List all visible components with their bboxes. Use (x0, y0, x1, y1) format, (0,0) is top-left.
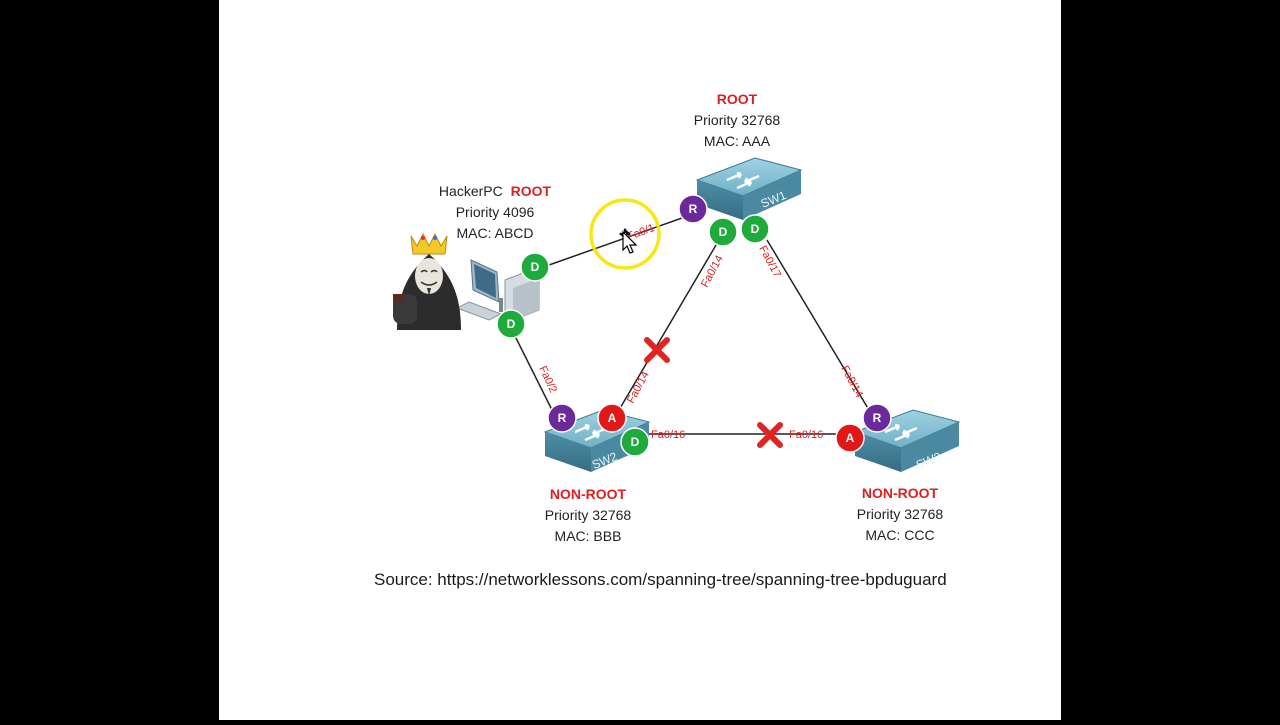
port-badges: R D D D D R A D (496, 194, 892, 457)
svg-text:R: R (558, 411, 567, 425)
svg-text:A: A (846, 431, 855, 445)
svg-text:D: D (751, 222, 760, 236)
priority-hacker: Priority 4096 (456, 204, 535, 220)
device-label-sw3: NON-ROOT Priority 32768 MAC: CCC (857, 485, 944, 543)
port-label-sw2-fa016: Fa0/16 (651, 429, 685, 441)
svg-text:A: A (608, 411, 617, 425)
port-label-sw3-fa014: Fa0/14 (838, 364, 865, 400)
port-labels: Fa0/1 Fa0/14 Fa0/17 Fa0/2 Fa0/14 Fa0/16 … (536, 222, 865, 441)
stp-diagram: Fa0/1 Fa0/14 Fa0/17 Fa0/2 Fa0/14 Fa0/16 … (374, 91, 961, 589)
slide: Fa0/1 Fa0/14 Fa0/17 Fa0/2 Fa0/14 Fa0/16 … (219, 0, 1061, 720)
priority-sw3: Priority 32768 (857, 506, 944, 522)
device-label-sw2: NON-ROOT Priority 32768 MAC: BBB (545, 486, 632, 544)
links (511, 211, 870, 435)
svg-text:D: D (507, 317, 516, 331)
svg-text:R: R (873, 411, 882, 425)
role-sw2: NON-ROOT (550, 486, 627, 502)
mac-sw2: MAC: BBB (555, 528, 622, 544)
port-label-sw1-fa017: Fa0/17 (756, 244, 783, 280)
hacker-title: HackerPC ROOT (439, 183, 552, 199)
priority-sw1: Priority 32768 (694, 112, 781, 128)
port-badge-root: R (547, 403, 577, 433)
port-badge-designated: D (620, 427, 650, 457)
port-badge-designated: D (708, 217, 738, 247)
hacker-name: HackerPC (439, 183, 503, 199)
link-sw1-sw2 (618, 239, 720, 411)
port-label-sw3-fa016: Fa0/16 (789, 429, 823, 441)
role-sw3: NON-ROOT (862, 485, 939, 501)
port-badge-root: R (862, 403, 892, 433)
port-label-sw1-fa014: Fa0/14 (699, 254, 726, 290)
mac-hacker: MAC: ABCD (456, 225, 533, 241)
svg-text:R: R (689, 202, 698, 216)
computer-icon (455, 259, 540, 321)
port-badge-designated: D (496, 309, 526, 339)
role-hacker: ROOT (511, 183, 552, 199)
blocked-x-icon (644, 337, 670, 363)
port-badge-alternate: A (835, 423, 865, 453)
svg-text:D: D (719, 225, 728, 239)
device-label-sw1: ROOT Priority 32768 MAC: AAA (694, 91, 781, 149)
mac-sw1: MAC: AAA (704, 133, 771, 149)
device-label-hacker: HackerPC ROOT Priority 4096 MAC: ABCD (439, 183, 552, 241)
mac-sw3: MAC: CCC (865, 527, 934, 543)
port-badge-designated: D (740, 214, 770, 244)
port-badge-alternate: A (597, 403, 627, 433)
port-badge-root: R (678, 194, 708, 224)
move-cursor-icon (589, 198, 661, 270)
svg-text:D: D (531, 260, 540, 274)
hacker-avatar-icon (393, 232, 461, 330)
port-badge-designated: D (520, 252, 550, 282)
source-caption: Source: https://networklessons.com/spann… (374, 570, 947, 589)
port-label-sw2-fa02: Fa0/2 (536, 364, 559, 395)
role-sw1: ROOT (717, 91, 758, 107)
switch-icon: SW1 (695, 157, 803, 220)
blocked-x-icon (757, 422, 783, 448)
port-label-sw2-fa014: Fa0/14 (625, 370, 652, 406)
link-sw1-sw3 (766, 239, 870, 411)
svg-text:D: D (631, 435, 640, 449)
link-hacker-sw2 (511, 329, 553, 411)
priority-sw2: Priority 32768 (545, 507, 632, 523)
